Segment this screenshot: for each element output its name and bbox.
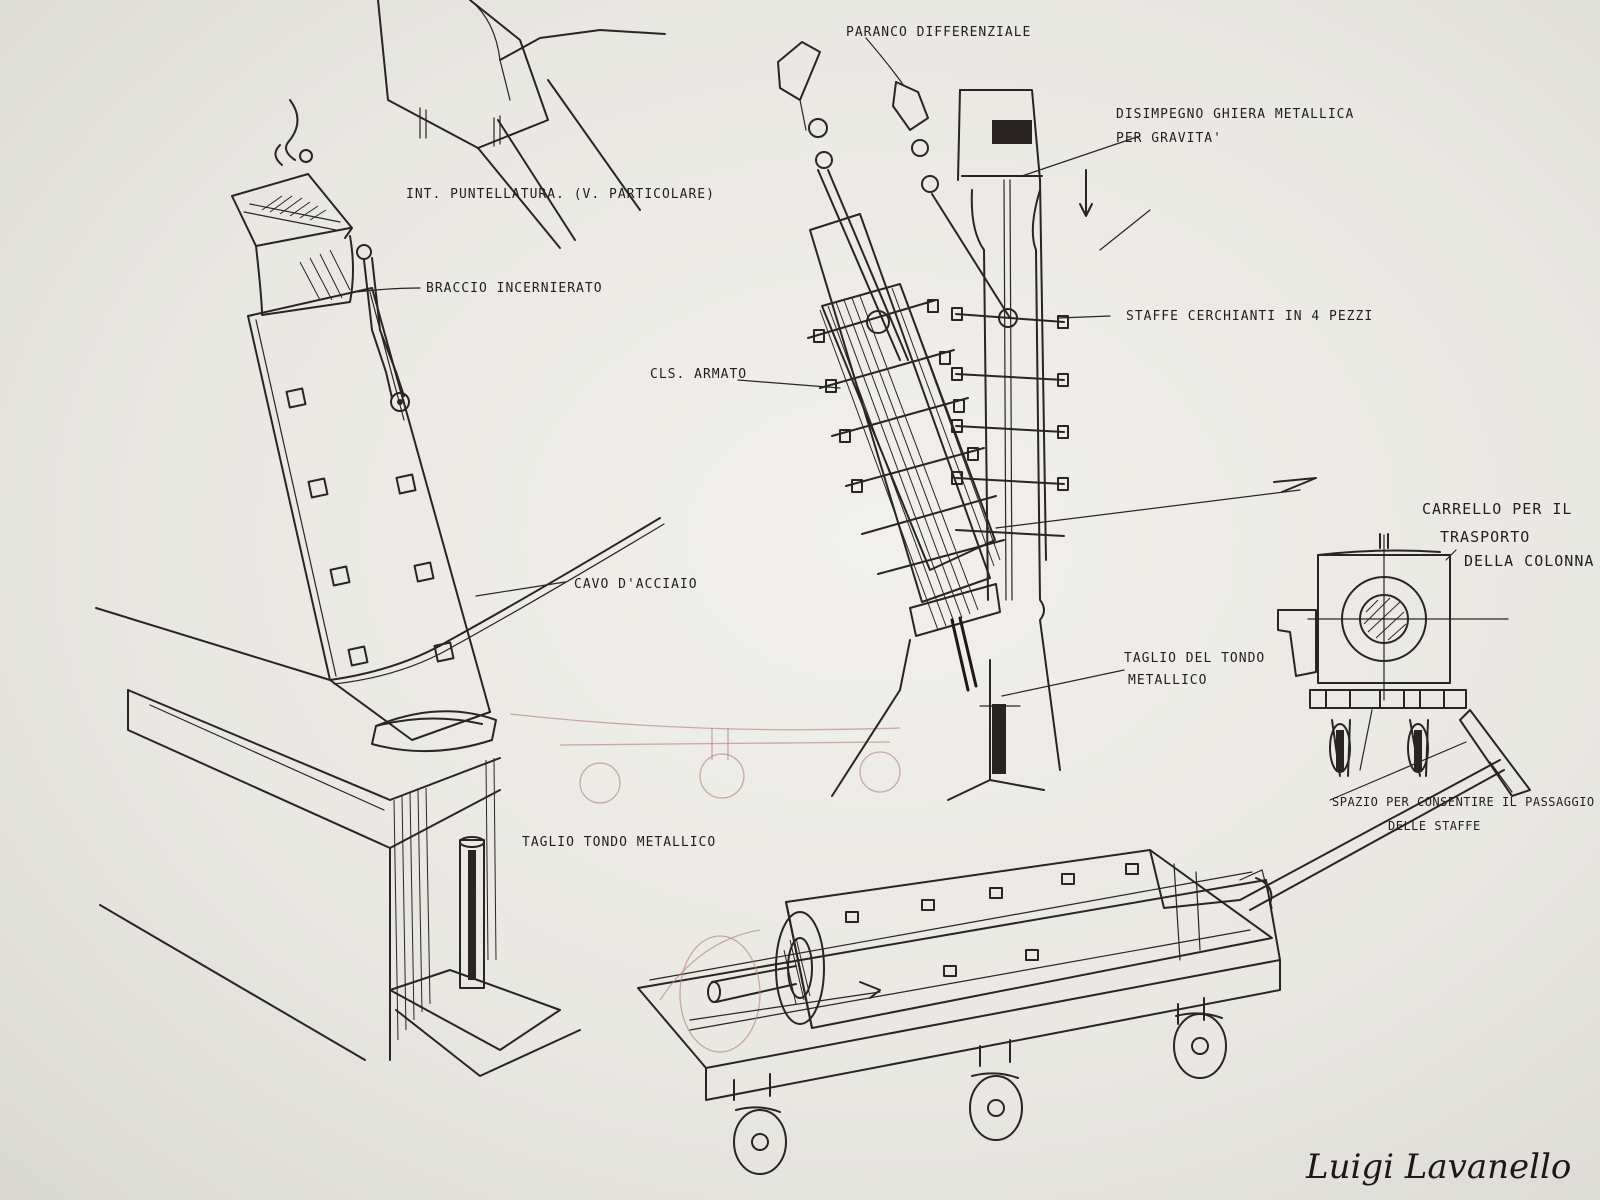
cart-with-column (637, 759, 1505, 1175)
column-sketch-left (95, 99, 665, 1077)
pencil-cart-faint (509, 713, 901, 804)
label-taglio-del-tondo-2: METALLICO (1128, 673, 1207, 688)
label-carrello-1: CARRELLO PER IL (1422, 500, 1572, 518)
label-cavo-acciaio: CAVO D'ACCIAIO (574, 577, 698, 592)
label-spazio-1: SPAZIO PER CONSENTIRE IL PASSAGGIO (1332, 795, 1595, 809)
label-staffe: STAFFE CERCHIANTI IN 4 PEZZI (1126, 309, 1373, 324)
signature: Luigi Lavanello (1305, 1147, 1571, 1187)
cart-wheels (733, 997, 1227, 1175)
label-cls-armato: CLS. ARMATO (650, 367, 747, 382)
encasement-hatch (819, 283, 1001, 631)
labels: INT. PUNTELLATURA. (V. PARTICOLARE) BRAC… (406, 25, 1595, 1187)
bolt-plates-left (285, 387, 455, 667)
label-braccio-incernierato: BRACCIO INCERNIERATO (426, 281, 603, 296)
label-spazio-2: DELLE STAFFE (1388, 819, 1481, 833)
leader-lines (355, 37, 1513, 801)
label-disimpegno-2: PER GRAVITA' (1116, 131, 1222, 146)
label-taglio-del-tondo-1: TAGLIO DEL TONDO (1124, 651, 1265, 666)
label-paranco: PARANCO DIFFERENZIALE (846, 25, 1031, 40)
bolt-plates-cart (845, 863, 1139, 977)
label-disimpegno-1: DISIMPEGNO GHIERA METALLICA (1116, 107, 1354, 122)
label-int-puntellatura: INT. PUNTELLATURA. (V. PARTICOLARE) (406, 187, 715, 202)
cart-cross-section (1277, 533, 1531, 797)
tilted-column-hoist (777, 41, 1317, 801)
shoring-detail (377, 0, 666, 249)
label-carrello-3: DELLA COLONNA (1464, 552, 1594, 570)
label-taglio-tondo: TAGLIO TONDO METALLICO (522, 835, 716, 850)
stirrups-upright (951, 307, 1069, 537)
label-carrello-2: TRASPORTO (1440, 528, 1530, 546)
